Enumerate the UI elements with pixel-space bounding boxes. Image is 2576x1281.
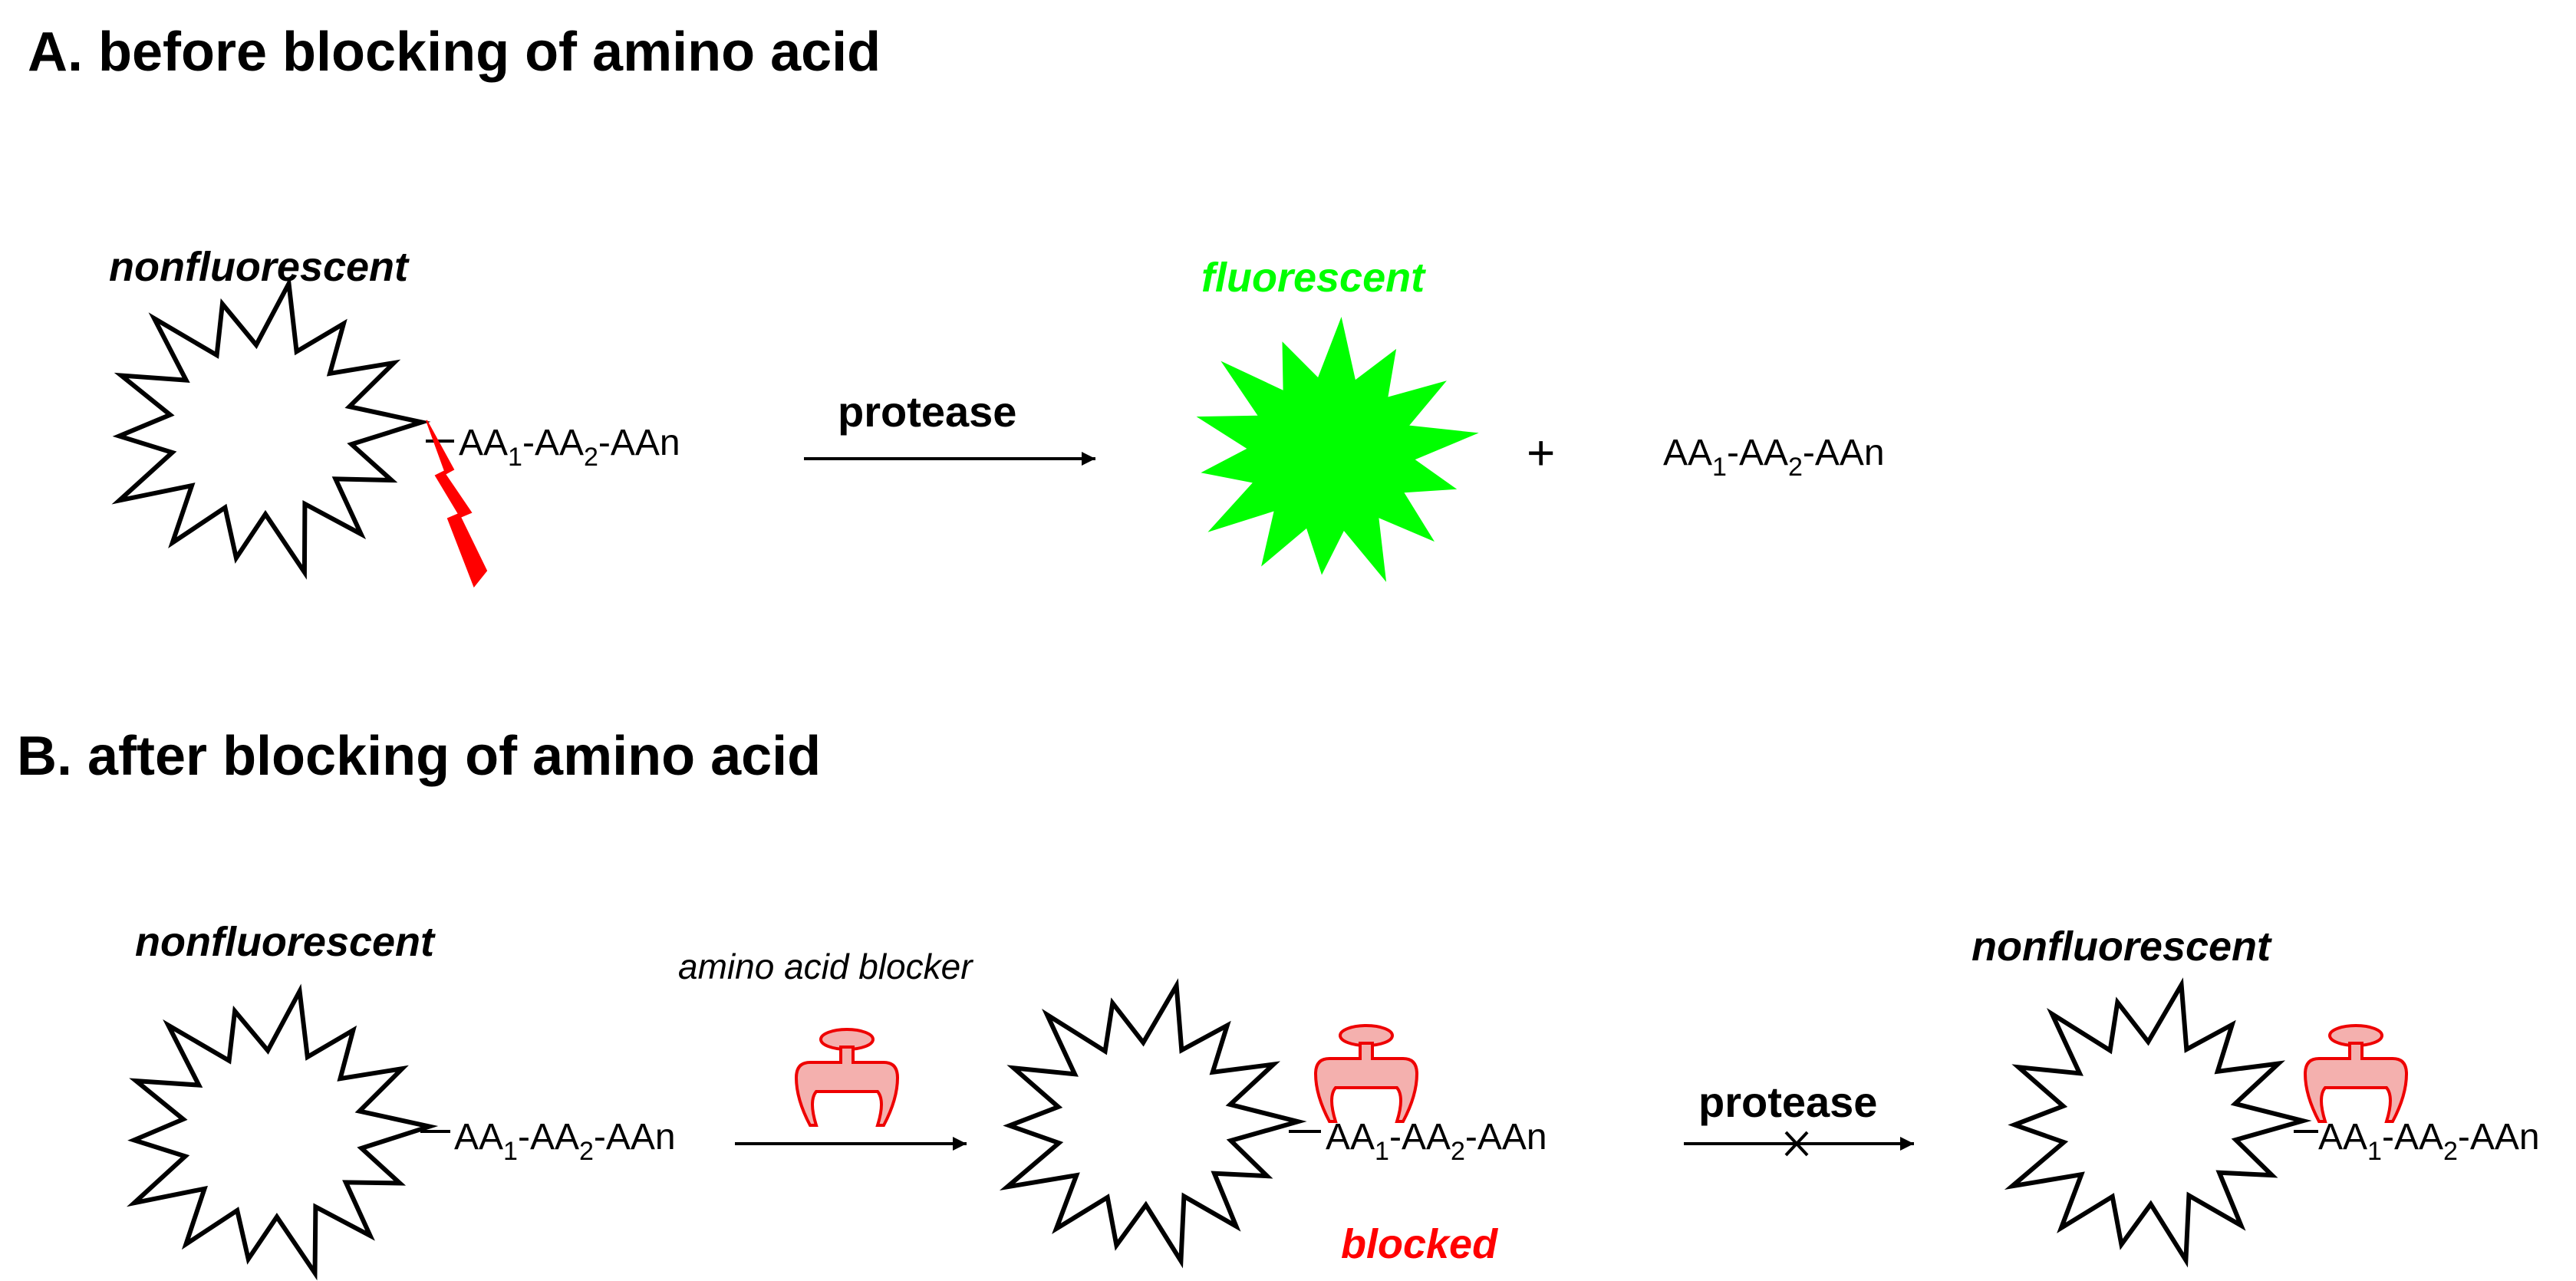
blocker-clamp-icon <box>1313 1024 1419 1123</box>
plus-sign: + <box>1527 425 1555 480</box>
peptide-chain-a-left: AA1-AA2-AAn <box>459 423 680 472</box>
fluorophore-star-a-left <box>111 275 431 580</box>
blocker-body <box>1313 1042 1419 1123</box>
fluorophore-star-b-left <box>127 983 439 1281</box>
peptide-chain-b-middle: AA1-AA2-AAn <box>1326 1117 1547 1166</box>
fluorophore-star-b-right <box>2004 977 2312 1268</box>
enzyme-label-a: protease <box>838 387 1016 436</box>
cross-mark-icon <box>1784 1131 1809 1157</box>
peptide-chain-b-right: AA1-AA2-AAn <box>2318 1117 2540 1166</box>
reagent-label: amino acid blocker <box>678 947 973 986</box>
section-b-left-state: nonfluorescent <box>135 919 436 965</box>
blocker-body <box>2303 1042 2409 1123</box>
section-b-title: B. after blocking of amino acid <box>17 726 821 787</box>
fluorophore-star-b-middle <box>999 978 1307 1269</box>
section-a-title: A. before blocking of amino acid <box>28 21 881 83</box>
section-b-right-state: nonfluorescent <box>1972 924 2272 970</box>
blocker-clamp-icon <box>794 1028 900 1127</box>
blocker-clamp-icon <box>2303 1024 2409 1123</box>
lightning-bolt-icon <box>426 420 488 588</box>
section-a-left-state: nonfluorescent <box>109 244 410 290</box>
section-a-right-state: fluorescent <box>1201 255 1426 301</box>
peptide-chain-b-left: AA1-AA2-AAn <box>454 1117 676 1166</box>
blocker-body <box>794 1046 900 1127</box>
peptide-chain-a-right: AA1-AA2-AAn <box>1663 433 1885 482</box>
fluorophore-star-a-right <box>1196 317 1479 582</box>
blocked-label: blocked <box>1341 1221 1498 1267</box>
enzyme-label-b: protease <box>1698 1078 1877 1126</box>
